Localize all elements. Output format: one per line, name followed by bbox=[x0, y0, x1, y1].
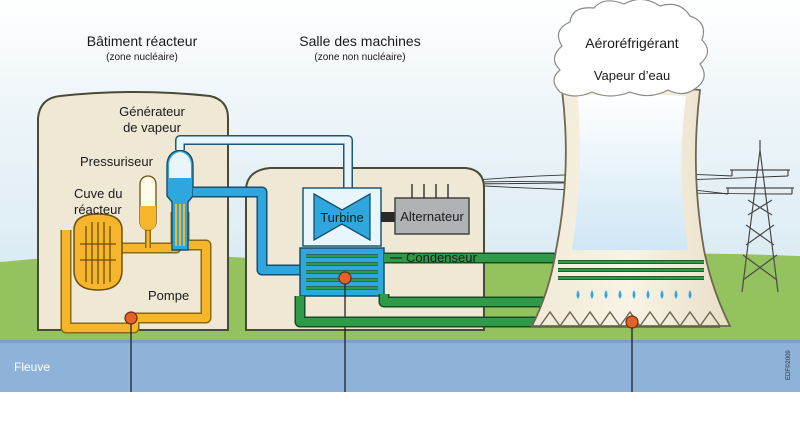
river-label: Fleuve bbox=[14, 360, 50, 374]
reactor-vessel-label-2: réacteur bbox=[74, 202, 122, 217]
condenser bbox=[299, 247, 385, 297]
pressurizer-label: Pressuriseur bbox=[80, 154, 154, 169]
alternator-label: Alternateur bbox=[400, 209, 464, 224]
steam-generator-label-2: de vapeur bbox=[123, 120, 181, 135]
condenser-label: Condenseur bbox=[406, 250, 477, 265]
cooling-tower-title: Aéroréfrigérant bbox=[585, 35, 678, 51]
reactor-vessel-label-1: Cuve du bbox=[74, 186, 122, 201]
tower-pump bbox=[625, 315, 639, 329]
steam-line bbox=[175, 135, 353, 188]
turbine bbox=[302, 187, 382, 247]
water-droplets bbox=[576, 290, 692, 299]
pump-label: Pompe bbox=[148, 288, 189, 303]
machine-room-subtitle: (zone non nucléaire) bbox=[314, 52, 405, 63]
river bbox=[0, 340, 800, 392]
reactor-building-title: Bâtiment réacteur bbox=[87, 33, 198, 49]
pressurizer bbox=[139, 175, 157, 231]
power-pylon-icon bbox=[726, 140, 794, 293]
reactor-vessel bbox=[73, 213, 123, 291]
steam-generator-label-1: Générateur bbox=[119, 104, 185, 119]
steam-generator bbox=[166, 149, 194, 251]
condenser-pump bbox=[338, 271, 352, 285]
water-vapor-label: Vapeur d’eau bbox=[594, 68, 670, 83]
copyright-label: EDF©2009 bbox=[785, 350, 792, 380]
secondary-loop bbox=[193, 186, 300, 276]
machine-room-title: Salle des machines bbox=[299, 33, 420, 49]
steam-cloud bbox=[553, 0, 709, 97]
reactor-building-subtitle: (zone nucléaire) bbox=[106, 52, 178, 63]
alternator bbox=[394, 184, 470, 235]
turbine-label: Turbine bbox=[320, 210, 364, 225]
reactor-pump bbox=[124, 311, 138, 325]
